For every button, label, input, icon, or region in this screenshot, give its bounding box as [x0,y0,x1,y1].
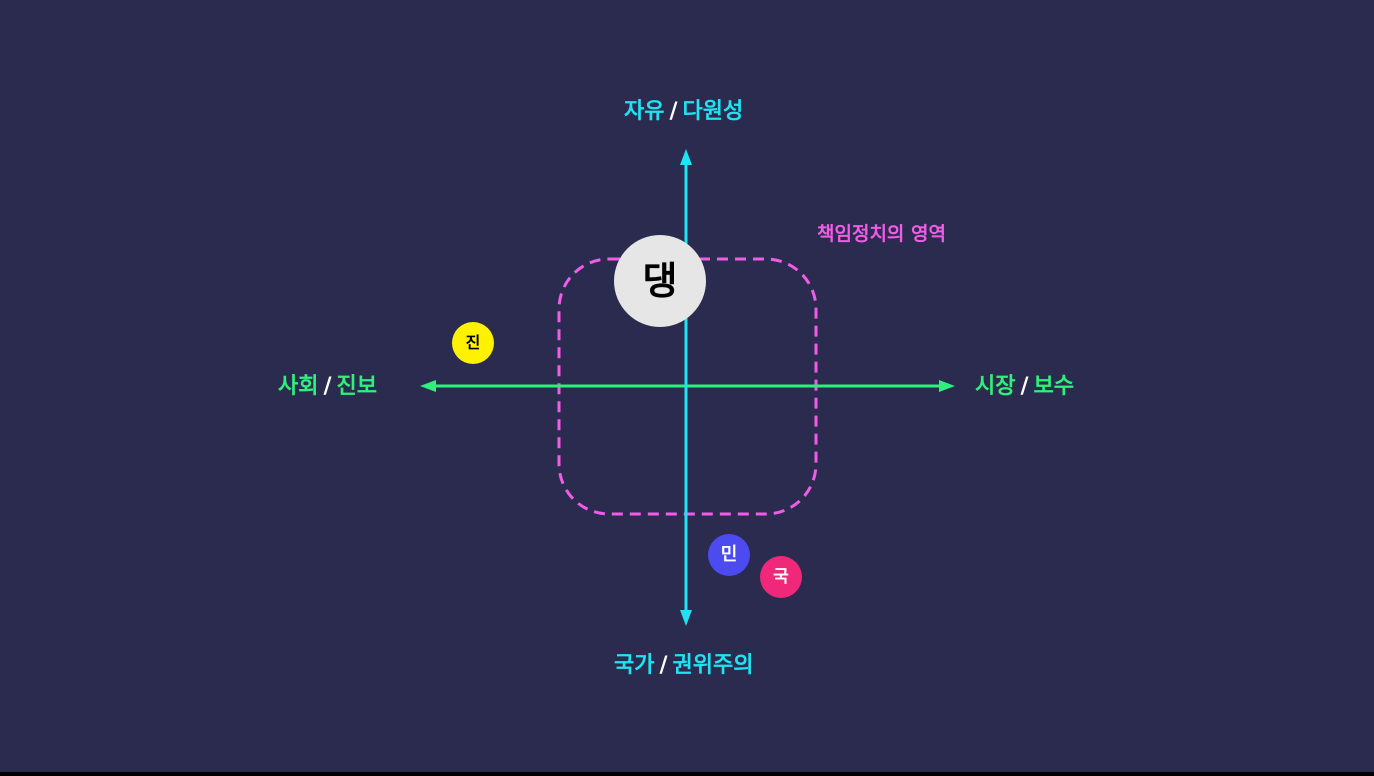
badge-min: 민 [708,534,750,576]
axis-label-right-left: 시장 [975,374,1016,399]
axis-label-left-right: 진보 [336,374,378,399]
axis-label-top-right: 다원성 [682,99,744,124]
axis-label-bottom: 국가/권위주의 [614,655,754,677]
horizontal-axis-right-arrow [939,380,955,392]
axis-label-left-sep: / [323,374,332,399]
badge-daeng: 댕 [614,235,706,327]
vertical-axis-bottom-arrow [680,610,692,626]
axis-label-top: 자유/다원성 [624,101,743,123]
responsibility-zone-label: 책임정치의 영역 [817,223,946,245]
axis-label-top-left: 자유 [624,99,665,124]
axis-label-top-sep: / [669,99,678,124]
horizontal-axis-left-arrow [420,380,436,392]
axis-label-right: 시장/보수 [975,376,1074,398]
axis-label-left-left: 사회 [278,374,319,399]
badge-jin: 진 [452,322,494,364]
axis-label-left: 사회/진보 [278,376,377,398]
axis-label-right-right: 보수 [1033,374,1075,399]
axis-label-bottom-right: 권위주의 [672,653,754,678]
vertical-axis-top-arrow [680,149,692,165]
badge-guk: 국 [760,556,802,598]
axis-label-bottom-left: 국가 [614,653,655,678]
axis-label-right-sep: / [1020,374,1029,399]
axis-label-bottom-sep: / [659,653,668,678]
